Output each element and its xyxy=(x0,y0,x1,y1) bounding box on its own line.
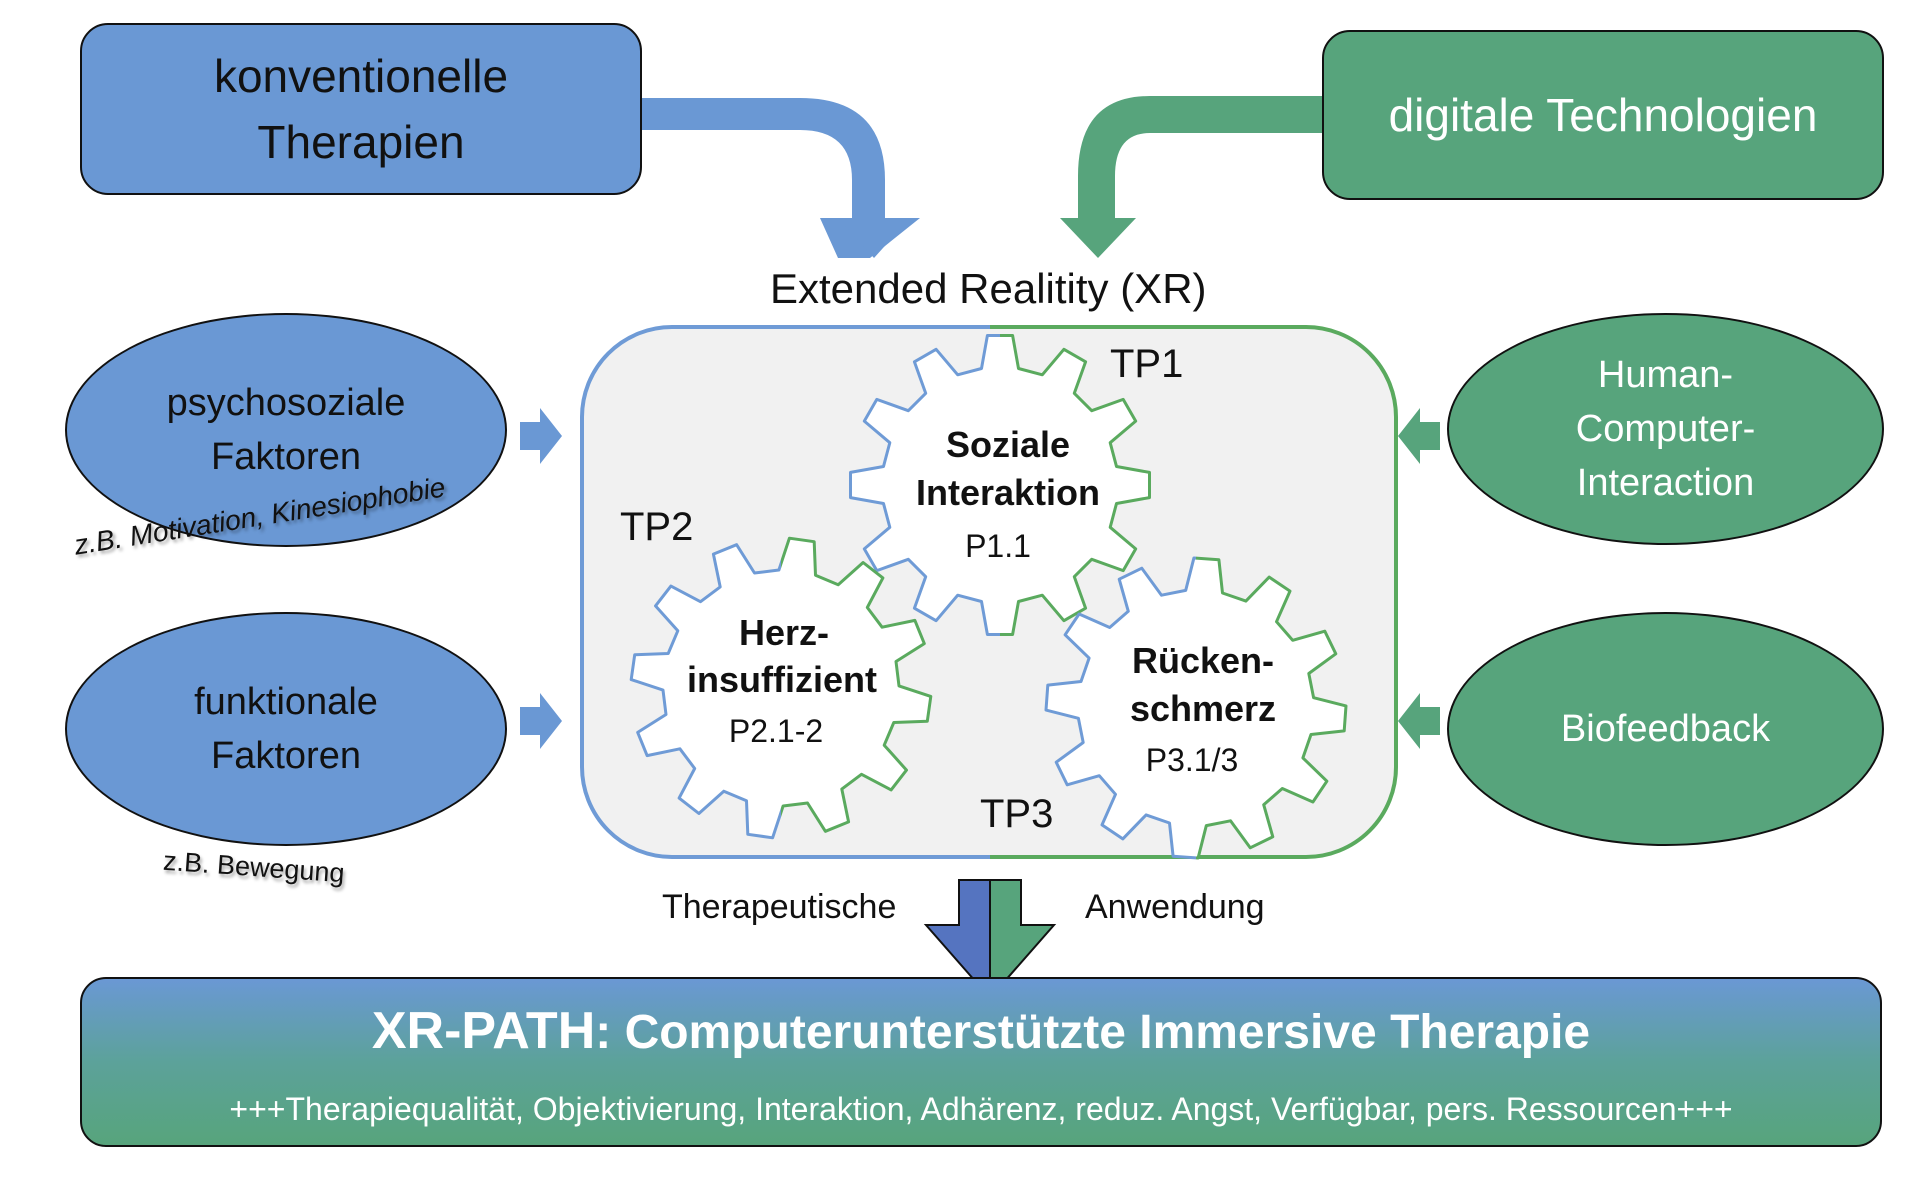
factor-functional: funktionale Faktoren xyxy=(65,612,507,846)
gear3-title-line2: schmerz xyxy=(1129,688,1277,729)
arrow-functional-to-xr xyxy=(520,693,562,749)
gear-3-outline-fill xyxy=(1046,558,1346,858)
factor-biofeedback: Biofeedback xyxy=(1447,612,1884,846)
arrow-psychosocial-to-xr xyxy=(520,408,562,464)
factor-psychosocial-line2: Faktoren xyxy=(211,436,361,478)
gear-2-outline-stroke-blue xyxy=(629,543,781,840)
outcome-title: XR-PATH: Computerunterstützte Immersive … xyxy=(82,1001,1880,1061)
arrow-biofeedback-to-xr xyxy=(1398,693,1440,749)
gear-2-outline-fill xyxy=(631,538,931,838)
source-digital-technologies: digitale Technologien xyxy=(1322,30,1884,200)
outcome-title-accent: XR-PATH xyxy=(371,1002,596,1060)
factor-psychosocial-line1: psychosoziale xyxy=(166,382,406,424)
gear2-code: P2.1-2 xyxy=(728,713,824,749)
gear1-code: P1.1 xyxy=(965,528,1031,564)
source-conventional-therapies: konventionelle Therapien xyxy=(80,23,642,195)
tp1-label: TP1 xyxy=(1110,342,1184,386)
factor-psychosocial: psychosoziale Faktoren xyxy=(65,313,507,547)
outcome-box: XR-PATH: Computerunterstützte Immersive … xyxy=(80,977,1882,1147)
factor-hci-line3: Interaction xyxy=(1576,462,1755,504)
gear3-title-line1: Rücken- xyxy=(1131,640,1275,681)
factor-hci-line1: Human- xyxy=(1597,354,1734,396)
outcome-benefits: +++Therapiequalität, Objektivierung, Int… xyxy=(229,1091,1733,1127)
flow-right-label: Anwendung xyxy=(1085,888,1265,926)
gear3-code: P3.1/3 xyxy=(1145,742,1239,778)
xr-container-border-green xyxy=(990,325,1398,859)
factor-functional-line1: funktionale xyxy=(194,681,378,723)
gear-3-outline-stroke-blue xyxy=(1044,556,1196,860)
factor-functional-line2: Faktoren xyxy=(211,735,361,777)
gear2-title-line1: Herz- xyxy=(738,612,830,653)
gear-1-outline-fill xyxy=(850,335,1150,635)
source-conventional-line2: Therapien xyxy=(257,116,465,168)
source-conventional-line1: konventionelle xyxy=(213,50,509,102)
factor-hci-line2: Computer- xyxy=(1575,408,1756,450)
outcome-title-rest: : Computerunterstützte Immersive Therapi… xyxy=(595,1006,1591,1059)
source-digital-label: digitale Technologien xyxy=(1388,89,1818,141)
tp2-label: TP2 xyxy=(620,505,694,549)
gear-1-outline-stroke-green xyxy=(1000,334,1151,636)
flow-left-label: Therapeutische xyxy=(662,888,897,926)
gear2-title-line2: insuffizient xyxy=(687,659,877,700)
tp3-label: TP3 xyxy=(980,792,1054,836)
arrow-hci-to-xr xyxy=(1398,408,1440,464)
xr-title: Extended Realitity (XR) xyxy=(770,265,1207,312)
gear1-title-line2: Interaktion xyxy=(915,472,1101,513)
factor-hci: Human- Computer- Interaction xyxy=(1447,313,1884,545)
gear-2-outline-stroke-green xyxy=(781,536,933,833)
gear-1-outline-stroke-blue xyxy=(849,334,1000,636)
gear-3-outline-stroke-green xyxy=(1196,556,1348,860)
gear1-title-line1: Soziale xyxy=(945,424,1071,465)
xr-container-border-blue xyxy=(580,325,990,859)
arrow-conventional-head xyxy=(838,218,910,258)
down-arrow-blue-half-shape xyxy=(923,879,991,1001)
factor-biofeedback-label: Biofeedback xyxy=(1560,708,1771,750)
arrow-digital-to-xr xyxy=(1078,96,1322,218)
arrow-digital-head xyxy=(1060,218,1136,258)
